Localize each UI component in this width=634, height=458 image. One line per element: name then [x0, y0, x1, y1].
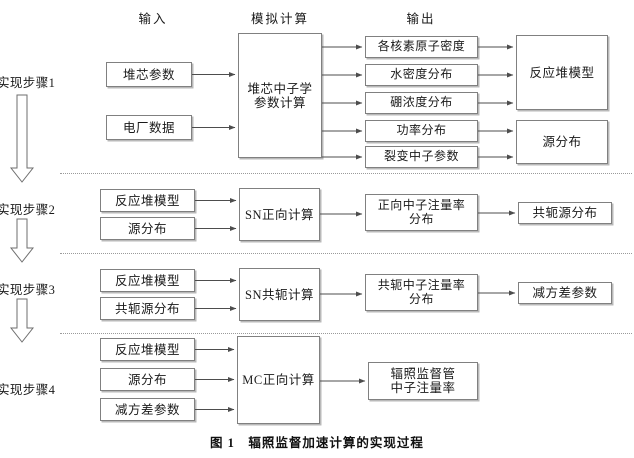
stage1-input-box-1[interactable]: 堆芯参数: [106, 62, 192, 87]
column-header-simulation: 模拟计算: [250, 12, 309, 26]
stage2-process-box[interactable]: SN正向计算: [239, 188, 320, 241]
stage1-result-box-1[interactable]: 反应堆模型: [516, 35, 608, 110]
stage3-process-label: SN共轭计算: [245, 287, 314, 302]
stage4-output-label-line1: 辐照监督管: [390, 367, 456, 381]
stage4-output-box[interactable]: 辐照监督管 中子注量率: [368, 362, 478, 400]
stage2-process-label: SN正向计算: [245, 207, 314, 222]
stage1-output-box-3[interactable]: 硼浓度分布: [365, 92, 478, 114]
stage4-input-box-1[interactable]: 反应堆模型: [100, 338, 195, 361]
stage2-output-box[interactable]: 正向中子注量率 分布: [365, 194, 478, 231]
stage2-input-box-1[interactable]: 反应堆模型: [100, 189, 195, 212]
step-label-1: 实现步骤1: [0, 76, 56, 90]
stage3-input-box-1[interactable]: 反应堆模型: [100, 269, 195, 292]
stage3-input-box-2[interactable]: 共轭源分布: [100, 297, 195, 320]
stage2-input-label-1: 反应堆模型: [114, 193, 180, 208]
stage1-output-box-5[interactable]: 裂变中子参数: [365, 146, 478, 168]
stage1-process-label-line2: 参数计算: [253, 95, 306, 110]
stage1-output-label-2: 水密度分布: [390, 67, 453, 82]
section-divider-3: [60, 333, 632, 334]
stage1-result-box-2[interactable]: 源分布: [516, 120, 608, 164]
stage3-result-label: 减方差参数: [532, 286, 598, 300]
section-divider-1: [60, 173, 632, 174]
stage1-process-box[interactable]: 堆芯中子学 参数计算: [238, 33, 322, 158]
stage4-process-label: MC正向计算: [242, 373, 315, 387]
stage4-input-label-1: 反应堆模型: [114, 342, 180, 357]
stage1-output-label-1: 各核素原子密度: [377, 39, 466, 54]
stage4-input-label-2: 源分布: [127, 372, 167, 387]
stage1-output-label-4: 功率分布: [396, 123, 447, 138]
stage3-output-label-line2: 分布: [408, 291, 434, 306]
figure-caption: 图 1 辐照监督加速计算的实现过程: [210, 436, 424, 450]
stage1-output-box-2[interactable]: 水密度分布: [365, 64, 478, 86]
stage1-output-box-4[interactable]: 功率分布: [365, 120, 478, 142]
stage3-result-box[interactable]: 减方差参数: [518, 282, 612, 304]
stage1-output-box-1[interactable]: 各核素原子密度: [365, 36, 478, 58]
step-arrow-1: [9, 94, 35, 183]
stage3-input-label-2: 共轭源分布: [114, 301, 180, 316]
stage2-result-label: 共轭源分布: [532, 206, 598, 220]
stage4-process-box[interactable]: MC正向计算: [237, 336, 320, 424]
stage1-input-box-2[interactable]: 电厂数据: [106, 115, 192, 140]
stage2-input-box-2[interactable]: 源分布: [100, 217, 195, 240]
column-header-output: 输出: [406, 12, 436, 26]
section-divider-2: [60, 253, 632, 254]
stage1-output-label-3: 硼浓度分布: [390, 95, 453, 110]
stage4-input-box-2[interactable]: 源分布: [100, 368, 195, 391]
stage4-output-label-line2: 中子注量率: [390, 381, 456, 395]
stage3-output-box[interactable]: 共轭中子注量率 分布: [365, 274, 478, 311]
stage2-result-box[interactable]: 共轭源分布: [518, 202, 612, 224]
stage1-input-label-1: 堆芯参数: [122, 67, 175, 82]
stage3-output-label-line1: 共轭中子注量率: [377, 278, 466, 293]
step-label-4: 实现步骤4: [0, 383, 56, 397]
stage2-input-label-2: 源分布: [127, 221, 167, 236]
stage2-output-label-line2: 分布: [408, 211, 434, 226]
step-arrow-2: [9, 218, 35, 263]
stage4-input-box-3[interactable]: 减方差参数: [100, 398, 195, 421]
stage4-input-label-3: 减方差参数: [114, 402, 180, 417]
stage1-process-label-line1: 堆芯中子学: [247, 81, 313, 96]
stage1-result-label-1: 反应堆模型: [529, 65, 595, 80]
step-arrow-3: [9, 298, 35, 343]
stage1-result-label-2: 源分布: [542, 135, 582, 149]
stage3-process-box[interactable]: SN共轭计算: [239, 268, 320, 321]
stage1-input-label-2: 电厂数据: [122, 120, 175, 135]
step-label-2: 实现步骤2: [0, 203, 56, 217]
stage1-output-label-5: 裂变中子参数: [383, 149, 459, 164]
stage2-output-label-line1: 正向中子注量率: [377, 198, 466, 213]
stage3-input-label-1: 反应堆模型: [114, 273, 180, 288]
step-label-3: 实现步骤3: [0, 283, 56, 297]
column-header-input: 输入: [138, 12, 168, 26]
